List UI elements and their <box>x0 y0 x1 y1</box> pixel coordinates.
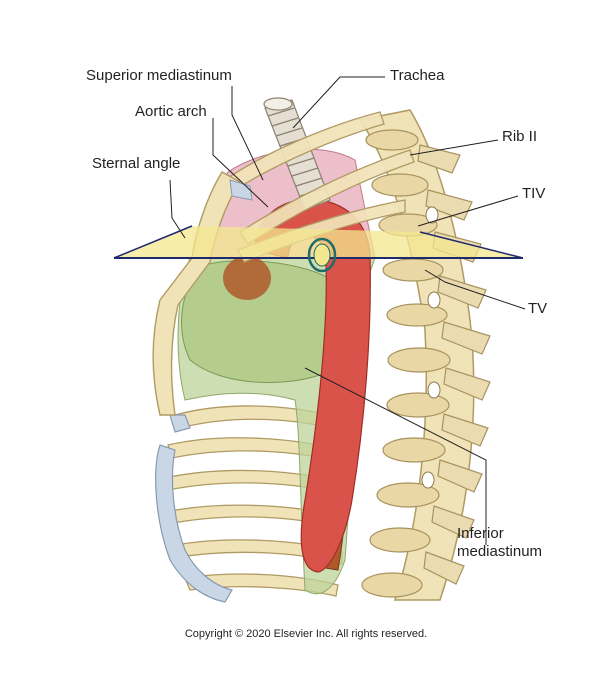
label-trachea: Trachea <box>390 67 445 84</box>
left-bronchus <box>307 237 337 273</box>
label-inferior-line1: Inferior <box>457 525 504 542</box>
label-aortic-arch: Aortic arch <box>135 103 207 120</box>
copyright-notice: Copyright © 2020 Elsevier Inc. All right… <box>184 628 428 640</box>
sternal-angle-plane <box>115 226 522 258</box>
label-inferior-line2: mediastinum <box>457 543 543 560</box>
label-sternal-angle: Sternal angle <box>92 155 181 172</box>
heart-region <box>181 260 353 383</box>
label-tv: TV <box>528 300 548 317</box>
label-superior-mediastinum: Superior mediastinum <box>86 67 232 84</box>
label-inferior-mediastinum: Inferior mediastinum <box>457 525 542 561</box>
label-tiv: TIV <box>522 185 546 202</box>
pulmonary-trunk <box>223 256 271 300</box>
label-rib-ii: Rib II <box>502 128 538 145</box>
costal-cartilage <box>155 414 233 603</box>
leader-lines <box>169 76 526 545</box>
